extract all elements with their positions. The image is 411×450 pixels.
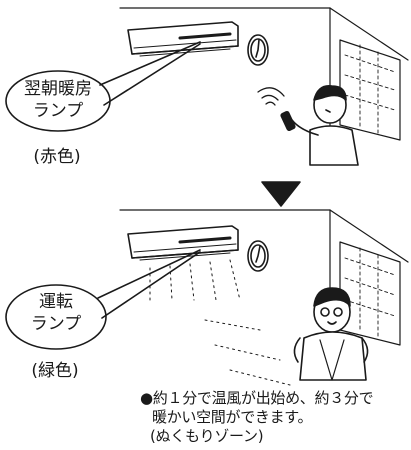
wall-clock-icon: [247, 240, 269, 272]
bottom-bubble-line2: ランプ: [30, 314, 82, 334]
warm-air-flow: [149, 259, 291, 386]
bottom-color-label: (緑色): [31, 361, 79, 381]
person-with-remote-icon: [280, 84, 359, 166]
note-line3: (ぬくもりゾーン): [150, 427, 264, 445]
note-line2: 暖かい空間ができます。: [152, 408, 313, 426]
person-warm-icon: [293, 287, 369, 381]
bottom-bubble-line1: 運転: [39, 292, 73, 312]
down-arrow-icon: [261, 181, 301, 207]
top-lamp-bubble: [5, 41, 201, 132]
window-icon: [339, 241, 401, 346]
wall-clock-icon: [247, 34, 269, 66]
bottom-lamp-bubble: [5, 249, 201, 350]
air-conditioner-icon: [127, 225, 239, 261]
top-color-label: (赤色): [33, 147, 81, 167]
air-conditioner-icon: [127, 21, 239, 57]
remote-signal-icon: [257, 87, 285, 106]
window-icon: [339, 39, 401, 141]
note-line1: ●約１分で温風が出始め、約３分で: [140, 389, 374, 407]
top-bubble-line2: ランプ: [32, 101, 84, 121]
top-bubble-line1: 翌朝暖房: [24, 79, 92, 99]
